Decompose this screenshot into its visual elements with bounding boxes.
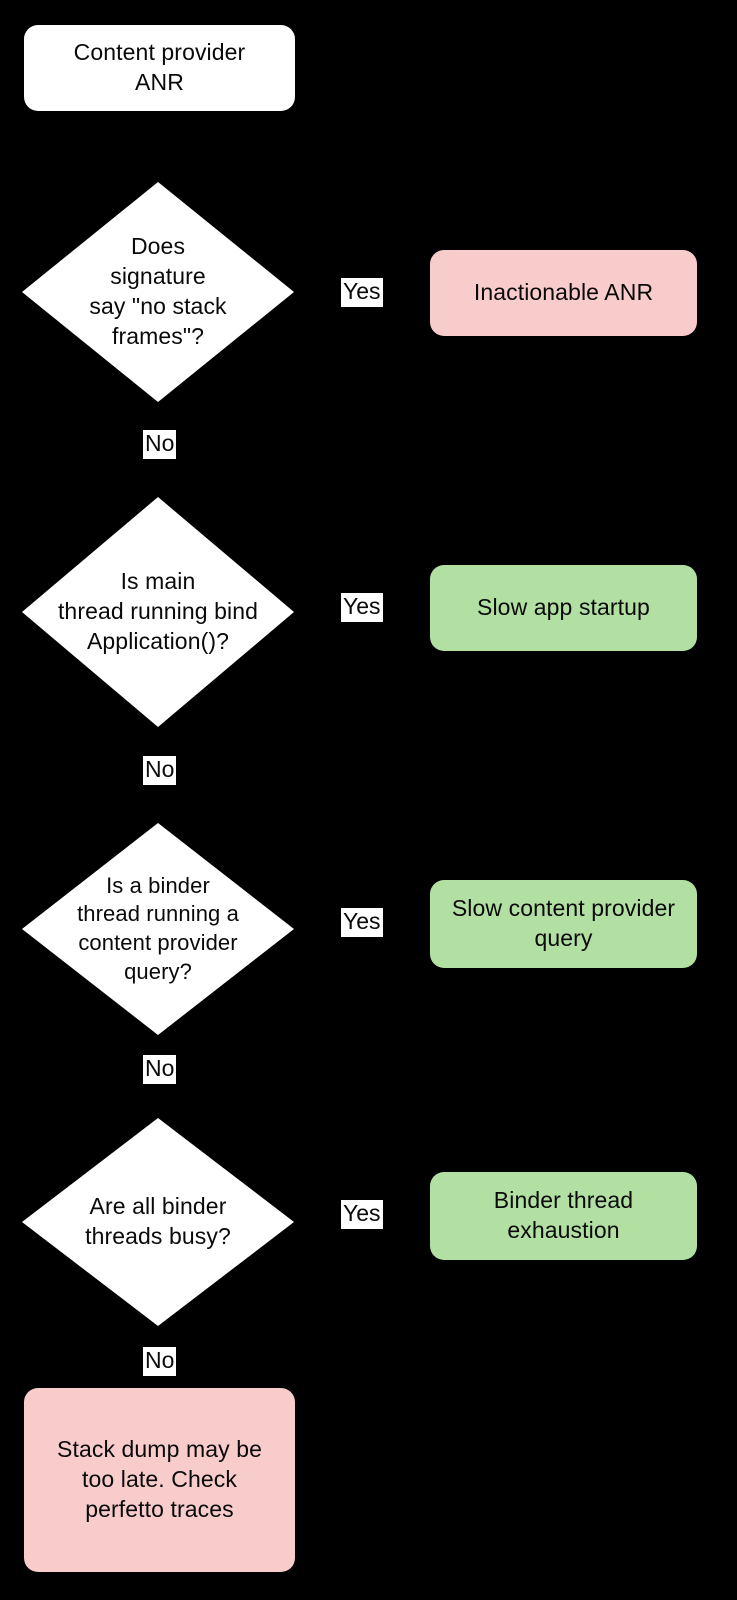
edge-label-d1-no: No [143,430,177,459]
decision-all-binder-threads-busy[interactable]: Are all binder threads busy? [22,1118,294,1326]
edge-arrow-d3-to-o3 [420,913,432,933]
decision-signature-no-stack-frames[interactable]: Does signature say "no stack frames"? [22,182,294,402]
node-slow-app-startup[interactable]: Slow app startup [430,565,697,651]
edge-start-to-d1 [156,110,160,188]
node-stack-dump-too-late[interactable]: Stack dump may be too late. Check perfet… [24,1388,295,1572]
edge-label-d4-no: No [143,1347,177,1376]
edge-label-d3-yes: Yes [341,908,383,937]
edge-arrow-d4-to-o4 [420,1205,432,1225]
decision-main-thread-bind-application[interactable]: Is main thread running bind Application(… [22,497,294,727]
node-content-provider-anr-label: Content provider ANR [73,39,246,95]
decision-binder-thread-content-provider-query[interactable]: Is a binder thread running a content pro… [22,823,294,1035]
node-inactionable-anr[interactable]: Inactionable ANR [430,250,697,336]
node-inactionable-anr-label: Inactionable ANR [473,279,654,306]
decision-main-thread-bind-application-label: Is main thread running bind Application(… [57,568,259,654]
node-slow-content-provider-query-label: Slow content provider query [451,895,676,951]
decision-signature-no-stack-frames-label: Does signature say "no stack frames"? [89,233,227,349]
node-binder-thread-exhaustion-label: Binder thread exhaustion [493,1187,634,1243]
node-slow-app-startup-label: Slow app startup [477,594,650,621]
decision-all-binder-threads-busy-label: Are all binder threads busy? [85,1193,231,1249]
edge-label-d4-yes: Yes [341,1200,383,1229]
edge-arrow-d1-to-o1 [420,283,432,303]
node-binder-thread-exhaustion[interactable]: Binder thread exhaustion [430,1172,697,1260]
decision-binder-thread-content-provider-query-label: Is a binder thread running a content pro… [77,872,239,984]
node-slow-content-provider-query[interactable]: Slow content provider query [430,880,697,968]
node-content-provider-anr[interactable]: Content provider ANR [24,25,295,111]
edge-arrow-d2-to-o2 [420,598,432,618]
edge-label-d3-no: No [143,1055,177,1084]
edge-label-d2-yes: Yes [341,593,383,622]
node-stack-dump-too-late-label: Stack dump may be too late. Check perfet… [57,1436,262,1522]
edge-label-d2-no: No [143,756,177,785]
edge-label-d1-yes: Yes [341,278,383,307]
